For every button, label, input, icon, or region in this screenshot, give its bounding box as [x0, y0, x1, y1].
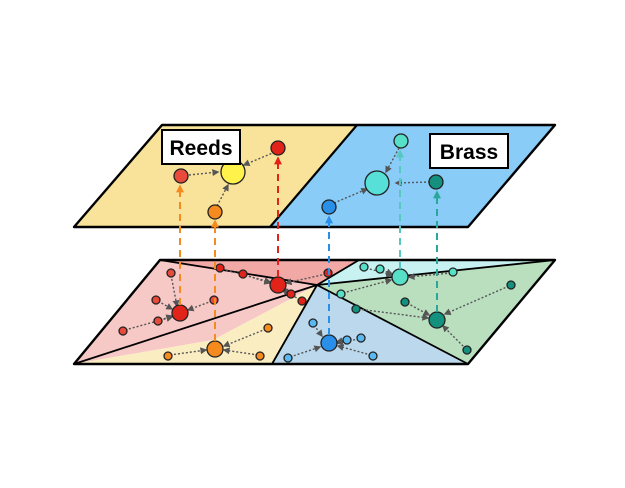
bottom-edge	[186, 300, 213, 312]
reeds-label-text: Reeds	[169, 137, 232, 160]
top-edge	[188, 169, 220, 177]
top-edge	[242, 151, 276, 167]
bottom-edge	[222, 328, 267, 348]
brass-center-node	[364, 170, 390, 196]
brass-blue-node	[321, 199, 337, 215]
cyan-small-node	[375, 264, 385, 274]
red-hub-node	[171, 304, 189, 322]
bottom-edge	[157, 300, 174, 310]
orange-hub-node	[206, 340, 224, 358]
division-line	[271, 284, 318, 365]
bottom-edge	[342, 278, 393, 294]
cyan-small-node	[336, 289, 346, 299]
cyan-hub-node	[391, 268, 409, 286]
red-small-node	[215, 263, 225, 273]
top-edges	[188, 147, 431, 207]
red-small-node	[166, 268, 176, 278]
bottom-edge	[406, 302, 431, 316]
bottom-edge	[222, 347, 259, 356]
teal-small-node	[400, 297, 410, 307]
red-small-node	[286, 289, 296, 299]
teal-small-node	[506, 280, 516, 290]
red-small-node	[238, 269, 248, 279]
reeds-label-box	[161, 129, 241, 165]
blue-small-node	[308, 318, 318, 328]
top-nodes	[173, 133, 444, 220]
top-panel-divider	[269, 124, 358, 228]
top-panel-outline	[72, 123, 557, 229]
top-edge	[333, 187, 369, 204]
bottom-edge	[170, 274, 180, 308]
cyan-small-node	[448, 267, 458, 277]
bottom-nodes	[118, 262, 516, 363]
reeds-orange-node	[207, 204, 223, 220]
teal-small-node	[351, 304, 361, 314]
top-edge	[394, 179, 431, 187]
division-line	[316, 259, 360, 286]
reeds-red-node	[270, 140, 286, 156]
bottom-edge	[407, 272, 452, 280]
orange-small-node	[255, 351, 265, 361]
bottom-edge	[284, 273, 327, 286]
red-small-node	[118, 326, 128, 336]
reeds-red-node	[173, 168, 189, 184]
bottom-edge	[289, 345, 322, 358]
cyan-small-node	[359, 262, 369, 272]
blue-small-node	[342, 335, 352, 345]
bottom-edge	[442, 325, 467, 350]
red-hub-node	[269, 276, 287, 294]
orange-small-node	[263, 323, 273, 333]
blue-small-node	[356, 333, 366, 343]
teal-hub-node	[428, 311, 446, 329]
bottom-edge	[336, 344, 372, 356]
red-small-node	[297, 296, 307, 306]
orange-small-node	[163, 351, 173, 361]
red-region-left	[74, 260, 317, 364]
blue-small-node	[283, 353, 293, 363]
brass-cyan-node	[393, 133, 409, 149]
brass-teal-node	[428, 174, 444, 190]
yellow-region	[74, 285, 317, 364]
division-line	[73, 284, 318, 365]
red-small-node	[153, 316, 163, 326]
brass-label-text: Brass	[440, 141, 498, 164]
reeds-label: Reeds	[161, 129, 241, 165]
red-small-node	[151, 295, 161, 305]
projection-lines	[176, 149, 441, 341]
blue-small-node	[368, 351, 378, 361]
red-region-top	[160, 260, 359, 285]
bottom-panel-outline	[72, 258, 557, 366]
teal-small-node	[462, 345, 472, 355]
blue-hub-node	[320, 334, 338, 352]
bottom-edge	[244, 274, 272, 285]
brass-label-box	[429, 133, 509, 169]
brass-label: Brass	[429, 133, 509, 169]
